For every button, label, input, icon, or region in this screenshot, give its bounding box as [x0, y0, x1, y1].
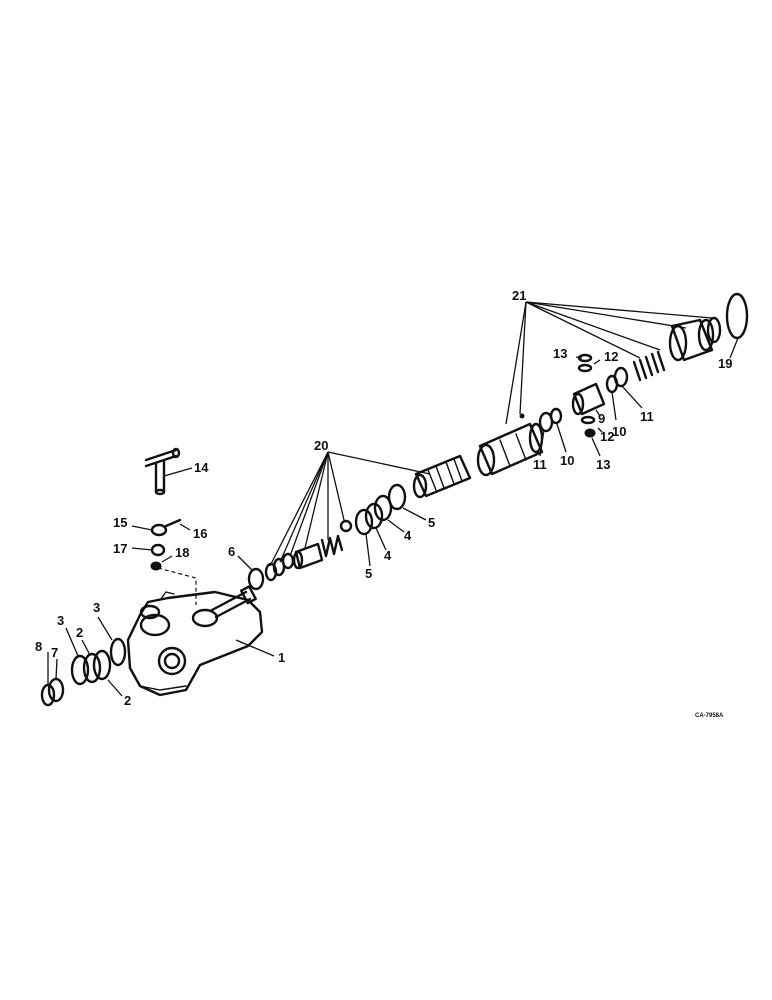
plunger-pin — [144, 447, 181, 496]
callout-7: 7 — [51, 645, 58, 660]
spring-20 — [320, 534, 344, 558]
o-ring-5b — [387, 483, 407, 511]
o-ring-2a — [82, 652, 102, 684]
cylinder-shell-21 — [668, 318, 715, 362]
valve-sleeve-21 — [476, 413, 544, 477]
small-rings-20 — [264, 552, 295, 582]
callout-10b: 10 — [612, 424, 626, 439]
ball-20 — [339, 519, 353, 533]
snap-ring-19 — [725, 292, 749, 340]
callout-3a: 3 — [57, 613, 64, 628]
callout-10a: 10 — [560, 453, 574, 468]
ring-11-right — [613, 366, 629, 388]
callout-12a: 12 — [604, 349, 618, 364]
washer-15 — [150, 523, 168, 537]
spring-21 — [632, 350, 666, 382]
callout-21: 21 — [512, 288, 526, 303]
callout-2a: 2 — [76, 625, 83, 640]
callout-18: 18 — [175, 545, 189, 560]
callout-13a: 13 — [553, 346, 567, 361]
callout-14: 14 — [194, 460, 209, 475]
callout-8: 8 — [35, 639, 42, 654]
washers-12-13-lower — [580, 415, 596, 438]
figure-code: CA-7958A — [695, 713, 724, 719]
ring-6 — [247, 567, 265, 591]
callout-16: 16 — [193, 526, 207, 541]
leader-lines — [47, 301, 739, 697]
ring-21 — [706, 316, 722, 344]
alignment-dashed-line — [157, 567, 197, 605]
spring-pin — [164, 518, 182, 528]
callout-19: 19 — [718, 356, 732, 371]
spool-20 — [412, 454, 472, 499]
callout-2b: 2 — [124, 693, 131, 708]
o-ring-2b — [92, 649, 112, 681]
backup-ring-3b — [109, 637, 127, 667]
callout-15: 15 — [113, 515, 127, 530]
callout-20: 20 — [314, 438, 328, 453]
callout-3b: 3 — [93, 600, 100, 615]
callout-1: 1 — [278, 650, 285, 665]
callout-6: 6 — [228, 544, 235, 559]
seal-18 — [150, 561, 162, 571]
cage-9 — [571, 382, 606, 416]
callout-11a: 11 — [533, 457, 547, 472]
ring-10-left — [549, 407, 563, 425]
o-ring-5a — [354, 508, 374, 536]
callout-labels: 1 2 2 3 3 4 4 5 5 6 7 8 9 10 10 11 11 12… — [35, 288, 732, 708]
o-ring-4a — [364, 502, 384, 530]
ring-7 — [47, 677, 65, 703]
callout-17: 17 — [113, 541, 127, 556]
backup-ring-3a — [70, 654, 90, 686]
callout-5b: 5 — [428, 515, 435, 530]
o-ring-4b — [373, 494, 393, 522]
callout-4a: 4 — [384, 548, 392, 563]
valve-housing — [126, 585, 264, 697]
plug-20 — [292, 542, 324, 570]
callout-5a: 5 — [365, 566, 372, 581]
callout-9: 9 — [598, 411, 605, 426]
callout-13b: 13 — [596, 457, 610, 472]
callout-11b: 11 — [640, 409, 654, 424]
callout-12b: 12 — [600, 429, 614, 444]
callout-4b: 4 — [404, 528, 412, 543]
nut-17 — [150, 543, 166, 557]
